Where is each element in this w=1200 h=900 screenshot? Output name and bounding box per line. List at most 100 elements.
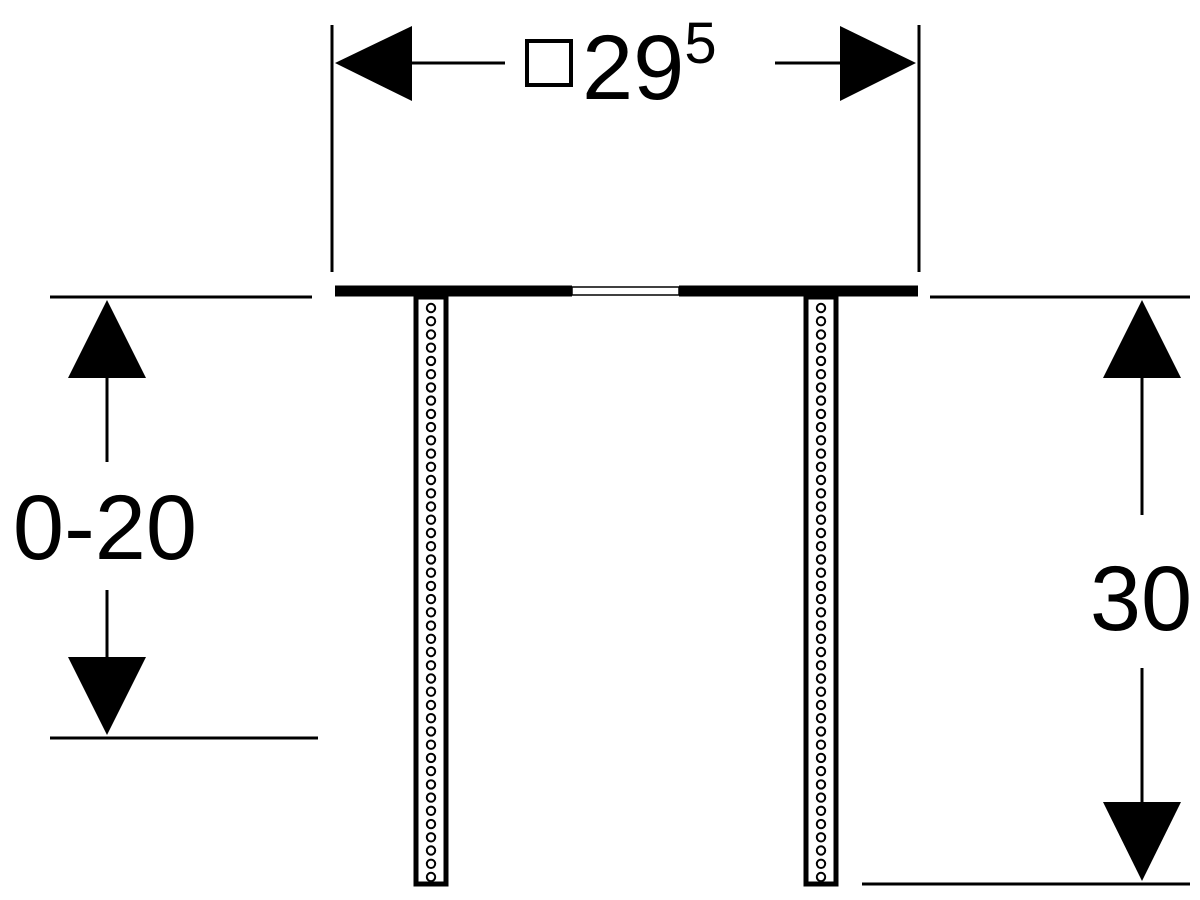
rail-hole (425, 448, 437, 459)
left-height-dimension: 0-20 (13, 300, 197, 735)
arrowhead-right (840, 26, 916, 101)
rail-hole (815, 686, 827, 697)
rail-hole (815, 660, 827, 671)
rail-hole (425, 316, 437, 327)
rail-hole (815, 871, 827, 883)
rail-hole (815, 580, 827, 592)
rail-hole (425, 871, 437, 883)
rail-hole (425, 845, 437, 856)
rail-hole (425, 329, 437, 340)
rail-hole (425, 395, 437, 406)
frame-top-plate (335, 285, 918, 297)
right-height-dimension: 30 (1090, 300, 1192, 881)
rail-hole (815, 527, 827, 539)
rail-hole (425, 527, 437, 539)
rail-hole (815, 646, 827, 658)
rail-hole (815, 752, 827, 764)
rail-hole (815, 726, 827, 737)
rail-hole (815, 607, 827, 618)
rail-hole (425, 713, 437, 724)
rail-hole (425, 302, 437, 314)
rail-hole (815, 329, 827, 340)
rail-hole (425, 554, 437, 565)
rail-hole (815, 805, 827, 816)
rail-hole (815, 792, 827, 803)
rail-hole (425, 369, 437, 380)
rail-hole (425, 488, 437, 499)
right-height-label: 30 (1090, 548, 1192, 650)
rail-hole (425, 408, 437, 420)
rail-hole (425, 633, 437, 644)
rail-hole (425, 567, 437, 578)
rail-hole (815, 739, 827, 750)
rail-hole (815, 316, 827, 327)
rail-hole (815, 302, 827, 314)
rail-hole (425, 355, 437, 367)
width-value: 29 (582, 17, 684, 119)
rail-hole (815, 474, 827, 486)
rail-hole (425, 686, 437, 697)
rail-hole (815, 369, 827, 380)
rail-hole (425, 501, 437, 512)
rail-left (413, 294, 449, 887)
rail-right (803, 294, 839, 887)
left-height-label: 0-20 (13, 477, 197, 579)
left-arrowhead-down (68, 657, 146, 735)
rail-hole (425, 421, 437, 433)
reference-lines (50, 295, 1190, 886)
rail-hole (815, 355, 827, 367)
rail-hole (815, 699, 827, 711)
rail-hole (815, 713, 827, 724)
width-dimension: 295 (330, 11, 921, 272)
rail-hole (815, 382, 827, 393)
rail-hole (815, 818, 827, 830)
rail-hole (425, 620, 437, 631)
rail-hole (425, 739, 437, 750)
rail-hole (425, 580, 437, 592)
rail-hole (815, 673, 827, 684)
rail-hole (425, 805, 437, 816)
rail-hole (815, 567, 827, 578)
plate-center-gap (571, 286, 680, 296)
rail-hole (815, 342, 827, 353)
rail-hole (815, 554, 827, 565)
left-arrowhead-up (68, 300, 146, 378)
rail-hole (815, 461, 827, 472)
rail-hole (815, 421, 827, 433)
rail-hole (425, 779, 437, 790)
rail-hole (425, 514, 437, 525)
rail-hole (425, 726, 437, 737)
rail-hole (815, 832, 827, 843)
rail-hole (815, 514, 827, 525)
rail-hole (815, 858, 827, 869)
rail-hole (815, 395, 827, 406)
rail-hole (425, 593, 437, 605)
square-symbol (525, 39, 573, 87)
rail-hole (425, 858, 437, 869)
rail-hole (815, 765, 827, 777)
rail-hole (815, 488, 827, 499)
arrowhead-left (335, 26, 412, 101)
rail-hole (425, 752, 437, 764)
right-arrowhead-down (1103, 802, 1181, 881)
right-arrowhead-up (1103, 300, 1181, 378)
rail-hole (425, 765, 437, 777)
rail-hole (815, 845, 827, 856)
rail-hole (425, 646, 437, 658)
rail-hole (815, 408, 827, 420)
rail-hole (815, 448, 827, 459)
rail-hole (425, 673, 437, 684)
rail-hole (425, 541, 437, 552)
rail-hole (425, 435, 437, 446)
rail-hole (425, 461, 437, 472)
rail-right-holes (815, 302, 827, 883)
rail-hole (815, 593, 827, 605)
rail-hole (815, 633, 827, 644)
rail-hole (425, 699, 437, 711)
rail-hole (425, 792, 437, 803)
rail-hole (815, 435, 827, 446)
width-superscript: 5 (684, 11, 716, 76)
rail-hole (815, 779, 827, 790)
width-value-label: 295 (582, 11, 717, 119)
